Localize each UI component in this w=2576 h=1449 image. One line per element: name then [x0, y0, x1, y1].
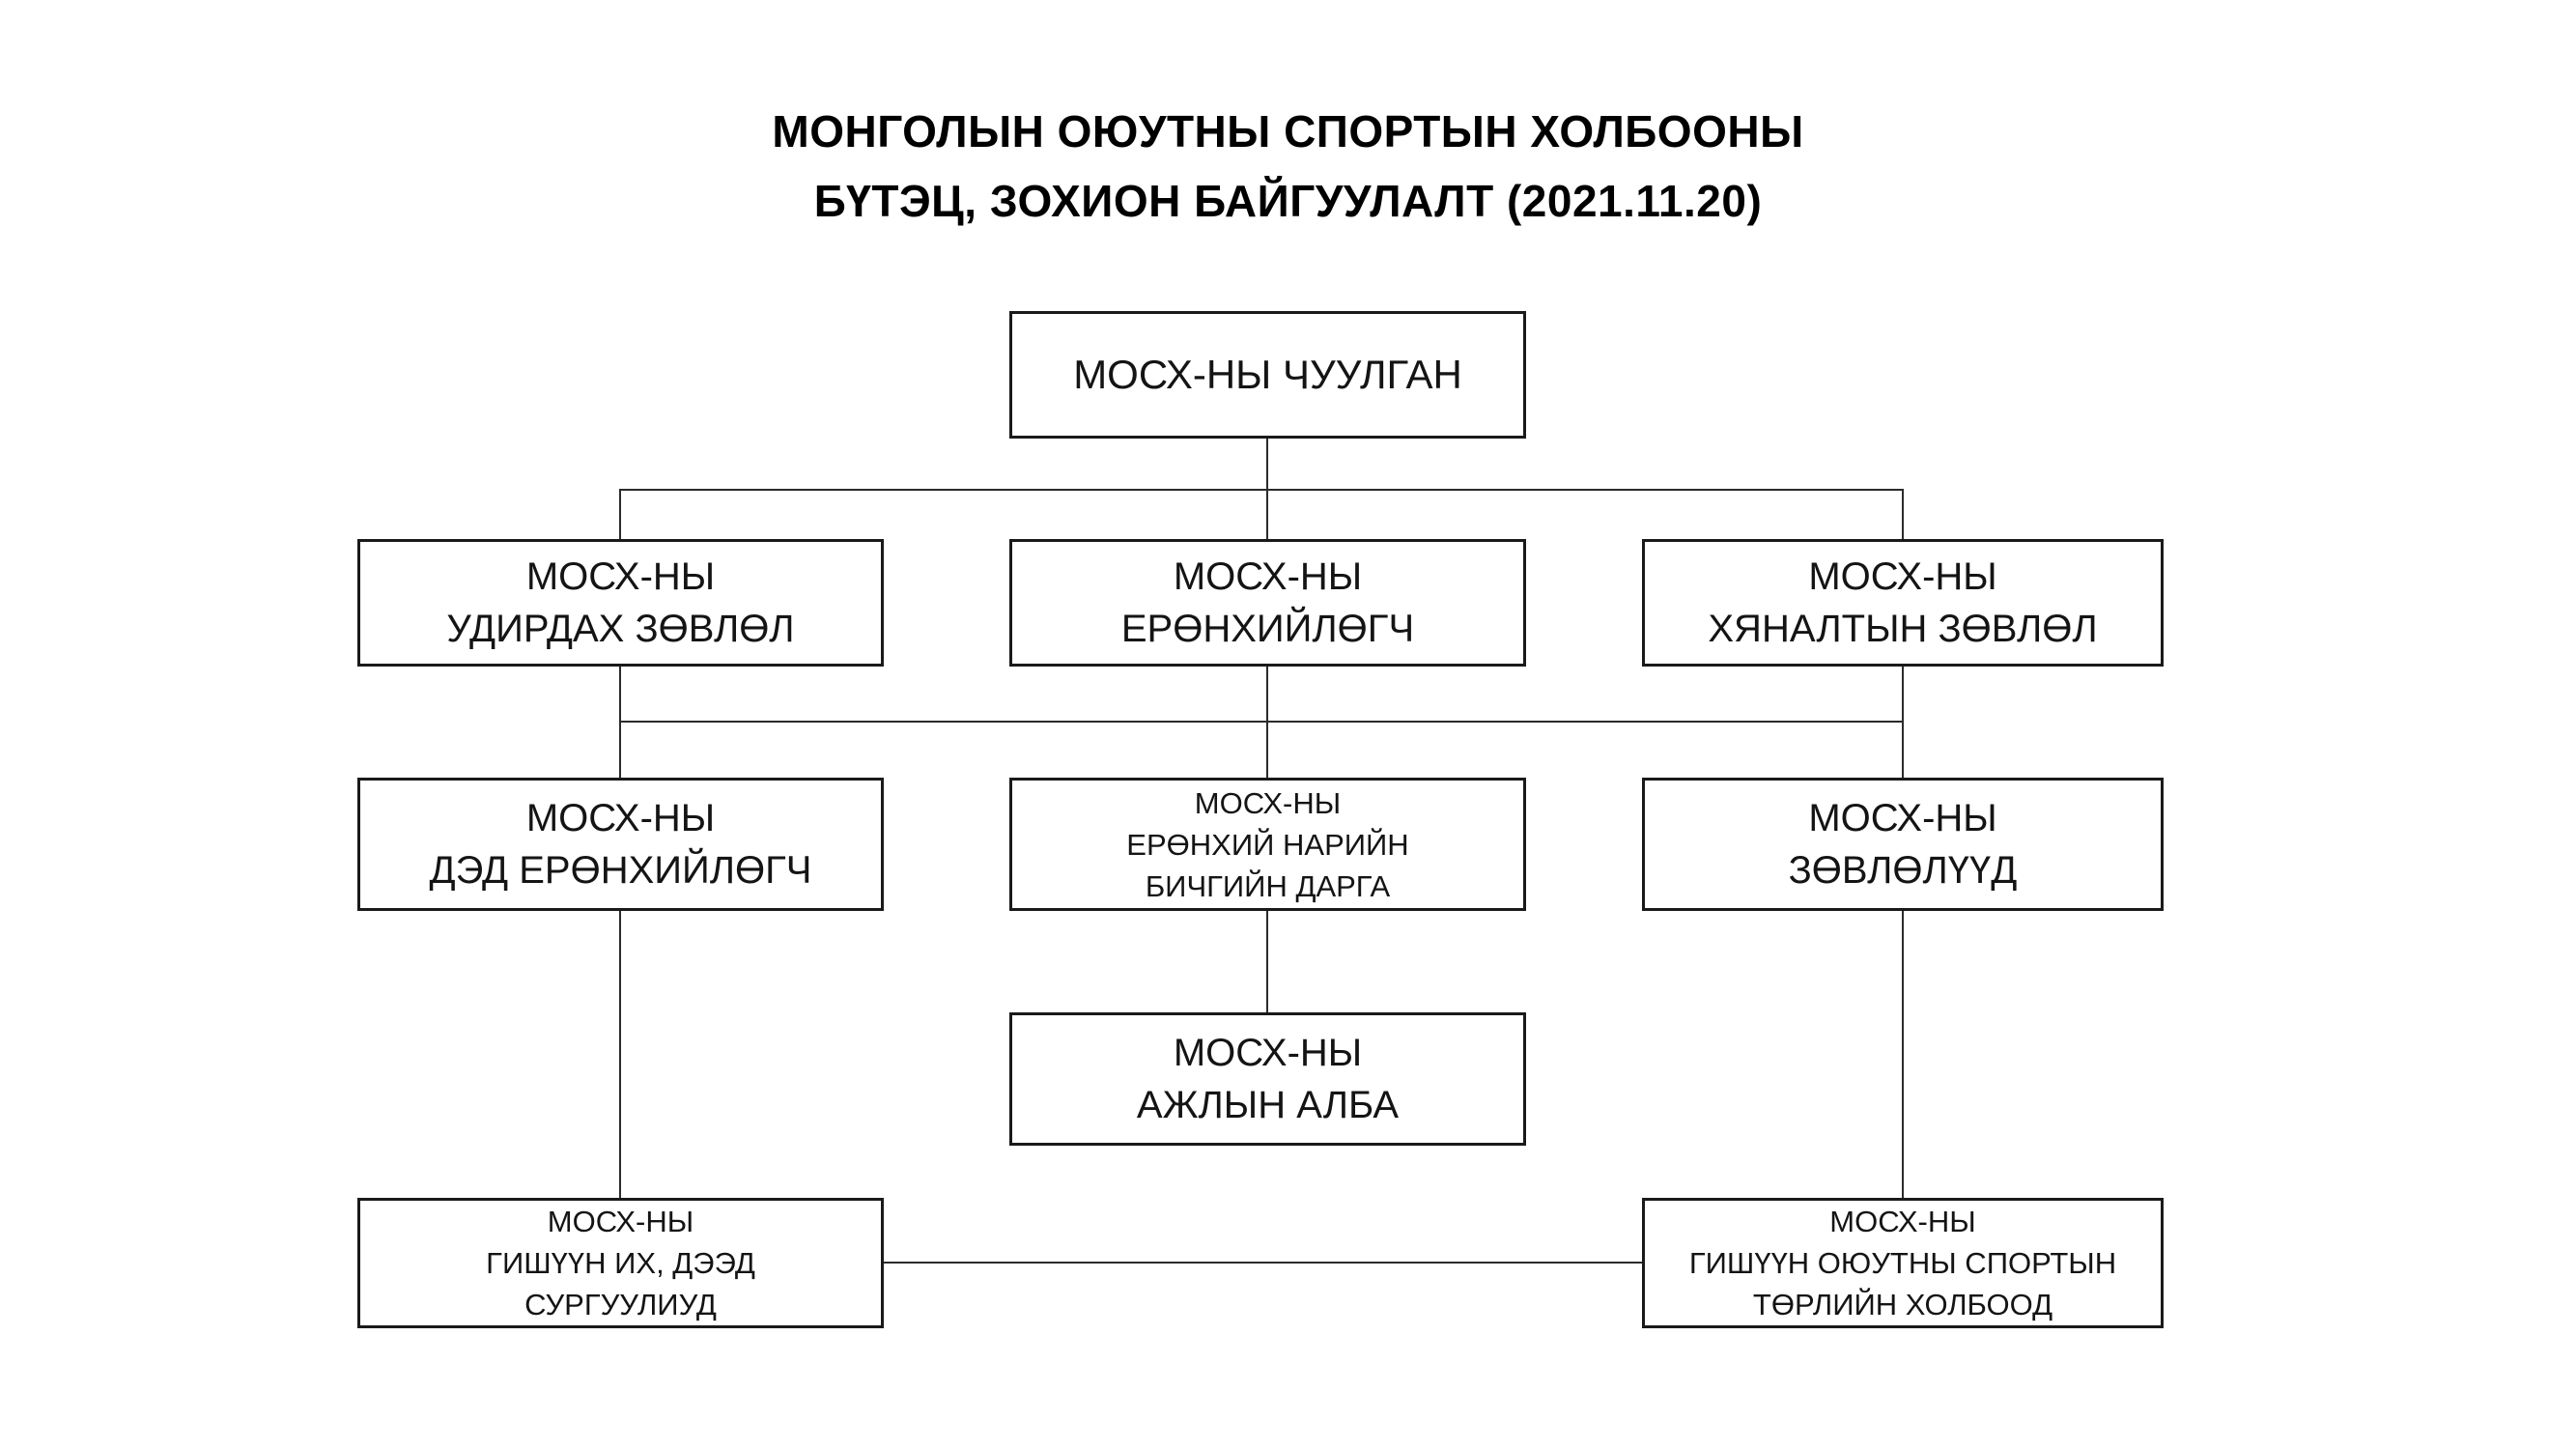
node-nariin-bichgiin-darga-line1: МОСХ-НЫ: [1194, 785, 1342, 820]
node-udirdakh-zovlol: МОСХ-НЫ УДИРДАХ ЗӨВЛӨЛ: [357, 539, 884, 667]
chart-title-line2: БҮТЭЦ, ЗОХИОН БАЙГУУЛАЛТ (2021.11.20): [813, 176, 1763, 226]
node-nariin-bichgiin-darga-line3: БИЧГИЙН ДАРГА: [1145, 868, 1391, 903]
node-azhlyn-alba-line1: МОСХ-НЫ: [1173, 1032, 1363, 1074]
node-president-line1: МОСХ-НЫ: [1173, 555, 1363, 598]
node-gishuun-kholbood-line3: ТӨРЛИЙН ХОЛБООД: [1752, 1288, 2053, 1321]
node-zovloluud: МОСХ-НЫ ЗӨВЛӨЛҮҮД: [1642, 778, 2164, 911]
edge-zovloluud-to-kholbood: [1902, 911, 1904, 1198]
node-ded-president-line2: ДЭД ЕРӨНХИЙЛӨГЧ: [429, 849, 812, 892]
node-zovloluud-line1: МОСХ-НЫ: [1808, 797, 1997, 839]
node-ded-president: МОСХ-НЫ ДЭД ЕРӨНХИЙЛӨГЧ: [357, 778, 884, 911]
node-gishuun-surguuliud-line2: ГИШҮҮН ИХ, ДЭЭД: [486, 1246, 755, 1280]
node-ded-president-line1: МОСХ-НЫ: [525, 797, 716, 839]
node-azhlyn-alba: МОСХ-НЫ АЖЛЫН АЛБА: [1009, 1012, 1526, 1146]
node-gishuun-surguuliud-line1: МОСХ-НЫ: [547, 1205, 694, 1238]
node-chuulgan-label: МОСХ-НЫ ЧУУЛГАН: [1073, 352, 1462, 397]
edge-bottom-horizontal: [884, 1262, 1642, 1264]
chart-title: МОНГОЛЫН ОЮУТНЫ СПОРТЫН ХОЛБООНЫ БҮТЭЦ, …: [0, 97, 2576, 236]
chart-title-line1: МОНГОЛЫН ОЮУТНЫ СПОРТЫН ХОЛБООНЫ: [772, 106, 1804, 156]
node-nariin-bichgiin-darga: МОСХ-НЫ ЕРӨНХИЙ НАРИЙН БИЧГИЙН ДАРГА: [1009, 778, 1526, 911]
node-udirdakh-zovlol-line1: МОСХ-НЫ: [525, 555, 716, 598]
node-gishuun-surguuliud: МОСХ-НЫ ГИШҮҮН ИХ, ДЭЭД СУРГУУЛИУД: [357, 1198, 884, 1328]
node-khyanaltyn-zovlol-line1: МОСХ-НЫ: [1808, 555, 1997, 598]
node-zovloluud-line2: ЗӨВЛӨЛҮҮД: [1788, 849, 2018, 892]
edge-row1-left-drop: [619, 489, 621, 539]
edge-row2-horizontal: [619, 721, 1904, 723]
node-gishuun-kholbood: МОСХ-НЫ ГИШҮҮН ОЮУТНЫ СПОРТЫН ТӨРЛИЙН ХО…: [1642, 1198, 2164, 1328]
edge-nariin-to-azhlyn: [1266, 911, 1268, 1012]
edge-ded-to-surguuliud: [619, 911, 621, 1198]
node-khyanaltyn-zovlol: МОСХ-НЫ ХЯНАЛТЫН ЗӨВЛӨЛ: [1642, 539, 2164, 667]
node-udirdakh-zovlol-line2: УДИРДАХ ЗӨВЛӨЛ: [446, 608, 795, 650]
node-president: МОСХ-НЫ ЕРӨНХИЙЛӨГЧ: [1009, 539, 1526, 667]
edge-row1-horizontal: [619, 489, 1904, 491]
node-khyanaltyn-zovlol-line2: ХЯНАЛТЫН ЗӨВЛӨЛ: [1708, 608, 2098, 650]
node-president-line2: ЕРӨНХИЙЛӨГЧ: [1120, 608, 1415, 650]
node-chuulgan: МОСХ-НЫ ЧУУЛГАН: [1009, 311, 1526, 439]
node-nariin-bichgiin-darga-line2: ЕРӨНХИЙ НАРИЙН: [1126, 827, 1409, 862]
node-gishuun-kholbood-line1: МОСХ-НЫ: [1829, 1205, 1976, 1238]
node-gishuun-kholbood-line2: ГИШҮҮН ОЮУТНЫ СПОРТЫН: [1688, 1246, 2117, 1280]
node-gishuun-surguuliud-line3: СУРГУУЛИУД: [524, 1288, 717, 1321]
edge-row1-right-drop: [1902, 489, 1904, 539]
node-azhlyn-alba-line2: АЖЛЫН АЛБА: [1136, 1084, 1400, 1126]
